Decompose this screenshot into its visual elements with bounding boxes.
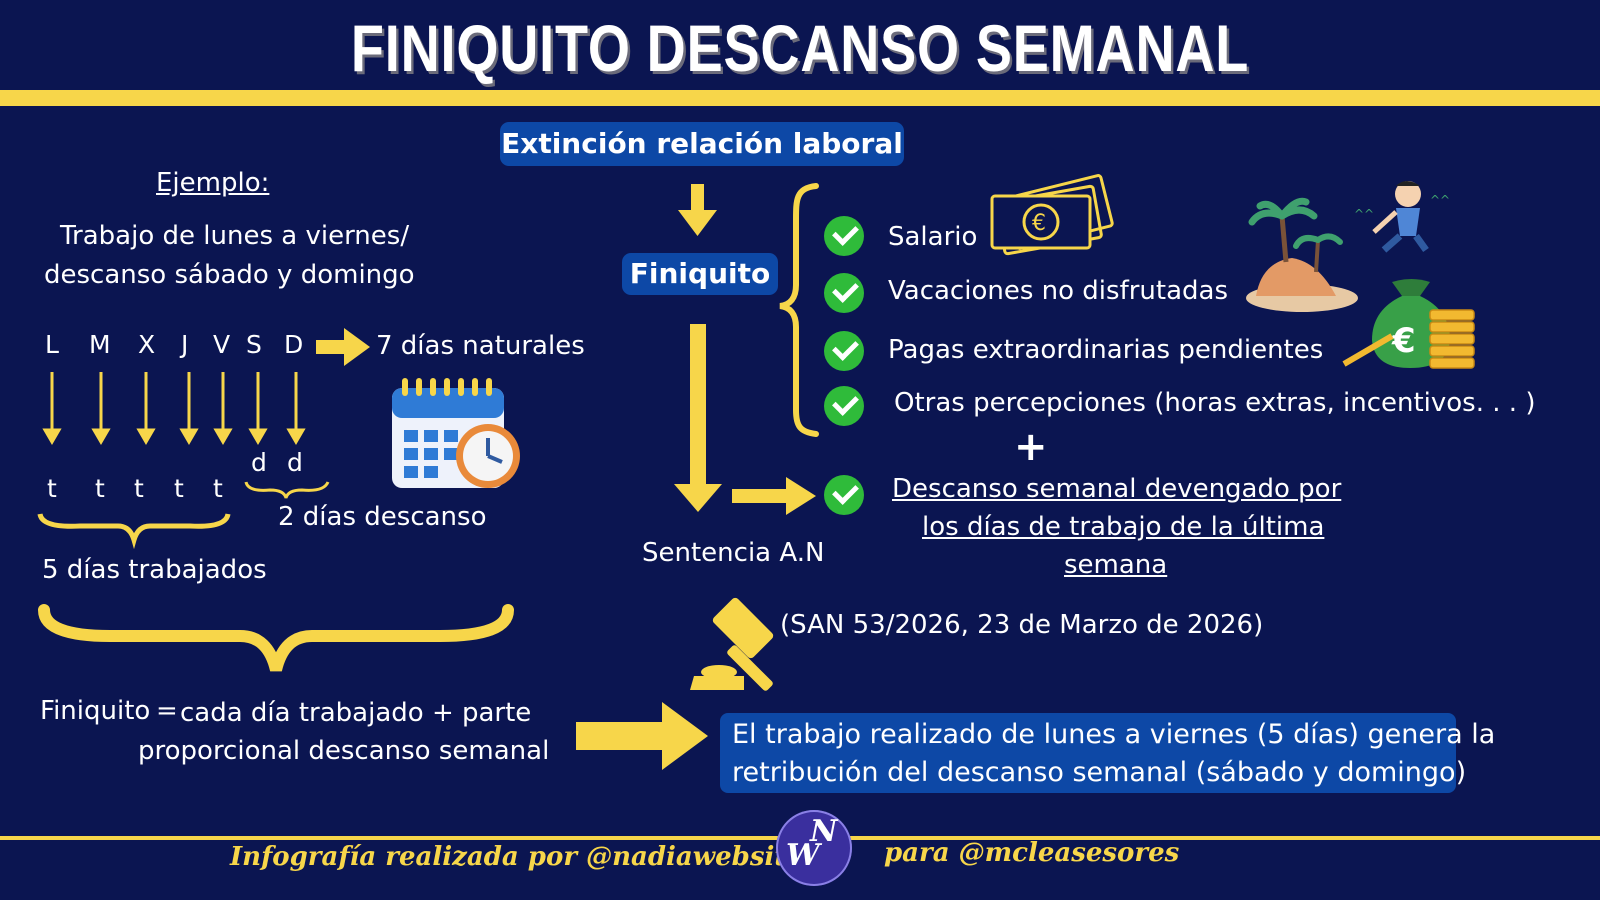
check-icon	[824, 386, 864, 426]
ejemplo-line1: Trabajo de lunes a viernes/	[60, 221, 410, 251]
descanso-line3: semana	[1064, 550, 1168, 580]
day-label: V	[213, 330, 231, 359]
info-text: El trabajo realizado de lunes a viernes …	[732, 716, 1495, 792]
check-icon	[824, 273, 864, 313]
day-label: J	[181, 330, 189, 359]
title-underline-band	[0, 90, 1600, 106]
work-mark: t	[95, 474, 105, 503]
descanso-line2: los días de trabajo de la última	[922, 512, 1325, 542]
arrow-right-big-icon	[576, 702, 708, 770]
descanso-line1: Descanso semanal devengado por	[892, 474, 1342, 504]
ejemplo-line2: descanso sábado y domingo	[44, 260, 415, 290]
day-label: S	[246, 330, 262, 359]
island-icon	[1246, 197, 1358, 312]
work-mark: t	[134, 474, 144, 503]
arrow-right-icon	[732, 477, 816, 515]
gavel-icon	[690, 597, 774, 691]
svg-text:^^: ^^	[1354, 207, 1374, 221]
work-mark: t	[174, 474, 184, 503]
formula-label: Finiquito	[40, 696, 151, 726]
info-line1: El trabajo realizado de lunes a viernes …	[732, 719, 1496, 750]
sentencia-label: Sentencia A.N	[642, 538, 825, 568]
arrow-right-small-icon	[316, 328, 370, 366]
svg-text:^^: ^^	[1430, 193, 1450, 207]
work-mark: t	[47, 474, 57, 503]
formula-line1: cada día trabajado + parte	[180, 698, 532, 728]
calendar-clock-icon	[392, 378, 520, 488]
money-bag-euro-icon: €	[1342, 279, 1475, 369]
formula-line2: proporcional descanso semanal	[138, 736, 550, 766]
arrow-down-long-icon	[674, 324, 722, 512]
check-icon	[824, 331, 864, 371]
day-label: L	[45, 330, 59, 359]
work-brace	[37, 513, 231, 550]
plus-sign: +	[1014, 424, 1048, 470]
day-label: D	[284, 330, 304, 359]
check-icon	[824, 475, 864, 515]
rest-mark: d	[287, 448, 303, 477]
items-brace	[779, 183, 819, 437]
svg-text:€: €	[1032, 211, 1046, 236]
item-pagas: Pagas extraordinarias pendientes	[888, 335, 1324, 365]
day-label: X	[138, 330, 156, 359]
euro-banknotes-icon: €	[990, 174, 1114, 256]
page-title: FINIQUITO DESCANSO SEMANAL	[350, 11, 1250, 85]
svg-text:€: €	[1391, 321, 1416, 361]
relaxed-person-icon: ^^ ^^	[1354, 181, 1450, 253]
day-label: M	[89, 330, 111, 359]
citation: (SAN 53/2026, 23 de Marzo de 2026)	[780, 610, 1264, 640]
day-arrows	[42, 372, 306, 445]
finiquito-pill: Finiquito	[622, 253, 778, 295]
arrow-down-icon	[678, 184, 717, 236]
item-vacaciones: Vacaciones no disfrutadas	[888, 276, 1228, 306]
extincion-pill: Extinción relación laboral	[500, 122, 904, 166]
footer-credit: Infografía realizada por @nadiawebsite	[230, 842, 803, 872]
item-otras: Otras percepciones (horas extras, incent…	[894, 388, 1536, 418]
big-brace	[38, 604, 514, 672]
info-box	[720, 713, 1456, 793]
work-mark: t	[213, 474, 223, 503]
check-icon	[824, 216, 864, 256]
item-salario: Salario	[888, 222, 978, 252]
logo-letter-w: W	[786, 838, 820, 873]
logo-letter-n: N	[810, 814, 838, 849]
rest-brace	[244, 481, 330, 499]
info-line2: retribución del descanso semanal (sábado…	[732, 757, 1467, 788]
dias-trabajados: 5 días trabajados	[42, 555, 267, 585]
nadia-website-logo: W N	[776, 810, 852, 886]
rest-mark: d	[251, 448, 267, 477]
footer-client: para @mcleasesores	[884, 838, 1180, 868]
dias-descanso: 2 días descanso	[278, 502, 487, 532]
ejemplo-heading: Ejemplo:	[156, 168, 270, 198]
dias-naturales: 7 días naturales	[376, 331, 585, 361]
formula-equals: =	[156, 696, 178, 726]
